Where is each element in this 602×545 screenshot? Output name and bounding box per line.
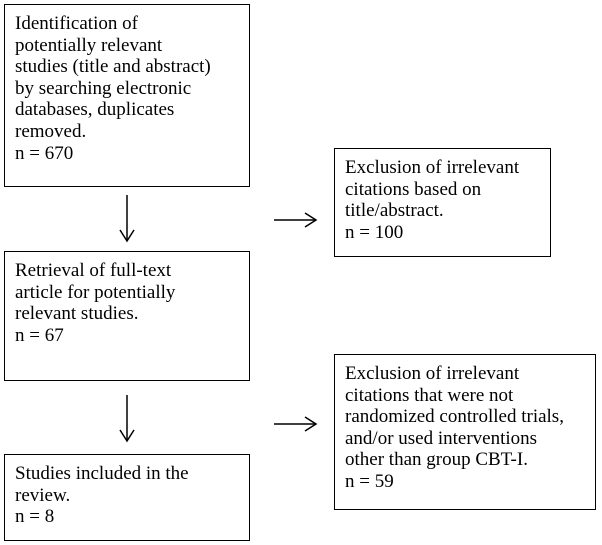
exclusion-2-line-5: other than group CBT-I.	[345, 449, 528, 471]
identification-line-2: potentially relevant	[15, 34, 163, 56]
retrieval-line-1: Retrieval of full-text	[15, 260, 172, 281]
identification-line-3: studies (title and abstract)	[15, 56, 211, 78]
identification-line-5: databases, duplicates	[15, 99, 175, 121]
included-count: n = 8	[15, 506, 55, 528]
identification-line-1: Identification of	[15, 13, 138, 34]
arrow-right-2	[274, 416, 318, 432]
identification-line-6: removed.	[15, 120, 87, 142]
arrow-down-2	[119, 395, 135, 443]
included-line-1: Studies included in the	[15, 463, 189, 484]
arrow-right-1	[274, 212, 318, 228]
exclusion-2-line-3: randomized controlled trials,	[345, 406, 564, 428]
included-box: Studies included in the review. n = 8	[4, 454, 250, 541]
retrieval-line-3: relevant studies.	[15, 303, 139, 325]
exclusion-2-line-1: Exclusion of irrelevant	[345, 363, 520, 384]
exclusion-1-line-2: citations based on	[345, 178, 482, 200]
exclusion-1-line-3: title/abstract.	[345, 200, 444, 222]
exclusion-1-line-1: Exclusion of irrelevant	[345, 157, 520, 178]
exclusion-1-count: n = 100	[345, 221, 404, 243]
exclusion-fulltext-box: Exclusion of irrelevant citations that w…	[334, 354, 596, 510]
included-line-2: review.	[15, 484, 71, 506]
exclusion-2-line-2: citations that were not	[345, 384, 514, 406]
identification-box: Identification of potentially relevant s…	[4, 4, 250, 187]
identification-count: n = 670	[15, 142, 74, 164]
identification-line-4: by searching electronic	[15, 77, 192, 99]
retrieval-count: n = 67	[15, 324, 64, 346]
retrieval-line-2: article for potentially	[15, 281, 176, 303]
exclusion-2-line-4: and/or used interventions	[345, 427, 538, 449]
exclusion-2-count: n = 59	[345, 470, 394, 492]
arrow-down-1	[119, 195, 135, 243]
exclusion-title-abstract-box: Exclusion of irrelevant citations based …	[334, 148, 551, 257]
retrieval-box: Retrieval of full-text article for poten…	[4, 251, 250, 381]
